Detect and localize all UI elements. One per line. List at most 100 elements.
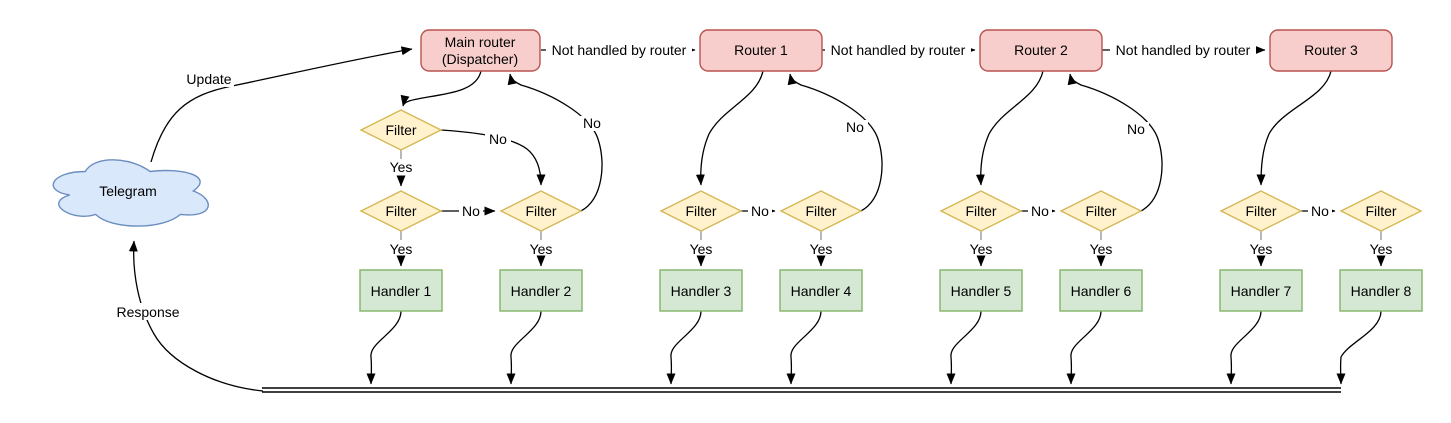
handler-4-box	[779, 269, 863, 312]
filter-label: Filter	[1245, 203, 1276, 219]
handler-7-node: Handler 7	[1219, 269, 1303, 312]
router-3-label: Router 3	[1304, 42, 1358, 58]
return-no-label-main: No	[583, 115, 601, 131]
router-2-box	[979, 29, 1103, 72]
router-3-node: Router 3	[1269, 29, 1393, 72]
not-handled-bg-3	[1110, 42, 1256, 58]
handler6-to-bus-arrow	[1066, 310, 1102, 385]
filter-diamond-router1-right: Filter	[779, 190, 863, 232]
handler-8-node: Handler 8	[1339, 269, 1423, 312]
handler2-to-bus-arrow	[506, 310, 542, 385]
not-handled-label-3: Not handled by router	[1116, 42, 1251, 58]
router-1-label: Router 1	[734, 42, 788, 58]
return-no-label-router2: No	[1127, 121, 1145, 137]
edge-not-handled-2: Not handled by router	[822, 42, 976, 58]
filter-label: Filter	[385, 203, 416, 219]
filter-label: Filter	[805, 203, 836, 219]
handler-2-label: Handler 2	[511, 283, 572, 299]
handler-7-box	[1219, 269, 1303, 312]
filter-label: Filter	[1365, 203, 1396, 219]
mid-no-bg-router2	[1028, 203, 1052, 218]
filter-shape	[359, 109, 443, 151]
filter-shape	[1059, 190, 1143, 232]
return-no-bg-router1	[842, 120, 868, 135]
cloud-shape	[52, 159, 209, 227]
handler-1-label: Handler 1	[371, 283, 432, 299]
handler-3-node: Handler 3	[659, 269, 743, 312]
edge-yes-handler-5: Yes	[970, 231, 992, 267]
handler-5-label: Handler 5	[951, 283, 1012, 299]
router-1-box	[699, 29, 823, 72]
response-label: Response	[116, 304, 179, 320]
filter-shape	[359, 190, 443, 232]
main-router-label-line1: Main router	[445, 34, 516, 50]
filter-diamond-router2-left: Filter	[939, 190, 1023, 232]
router-2-node: Router 2	[979, 29, 1103, 72]
handler-2-box	[499, 269, 583, 312]
return-no-label-router1: No	[846, 119, 864, 135]
edge-yes-handler-4: Yes	[810, 231, 833, 267]
yes-label-6: Yes	[1090, 241, 1113, 257]
edge-not-handled-3: Not handled by router	[1102, 42, 1266, 58]
mid-no-label-router3: No	[1311, 203, 1329, 219]
not-handled-label-2: Not handled by router	[831, 42, 966, 58]
handler-5-node: Handler 5	[939, 269, 1023, 312]
mid-no-label-router1: No	[751, 203, 769, 219]
update-label-bg	[184, 70, 234, 87]
return-no-path-router2	[1067, 73, 1163, 212]
router-2-label: Router 2	[1014, 42, 1068, 58]
router2-to-filter-arrow	[975, 70, 1044, 186]
not-handled-bg-1	[546, 42, 692, 58]
filter-diamond-main-right: Filter	[499, 190, 583, 232]
edge-return-no-main: No	[507, 73, 605, 212]
router3-to-filter-arrow	[1256, 70, 1332, 186]
telegram-label: Telegram	[99, 183, 157, 199]
filter-diamond-main-left: Filter	[359, 190, 443, 232]
filter-shape	[939, 190, 1023, 232]
filter-diamond-router2-right: Filter	[1059, 190, 1143, 232]
update-arrow-path	[150, 46, 413, 163]
edge-response: Response	[111, 240, 264, 392]
return-no-bg-router2	[1123, 122, 1149, 137]
handler-8-label: Handler 8	[1351, 283, 1412, 299]
response-label-bg	[111, 303, 185, 320]
filter-shape	[499, 190, 583, 232]
mid-no-label-main: No	[462, 203, 480, 219]
yes-label-4: Yes	[810, 241, 833, 257]
return-no-bg-main	[579, 116, 605, 131]
filter-label: Filter	[385, 122, 416, 138]
handler5-to-bus-arrow	[946, 310, 982, 385]
main-router-to-filter-arrow	[400, 70, 482, 107]
edge-mid-no-router1: No	[741, 203, 776, 219]
yes-label-1: Yes	[390, 241, 413, 257]
filter-a-no-bg	[485, 132, 511, 147]
not-handled-label-1: Not handled by router	[552, 42, 687, 58]
handler8-to-bus-arrow	[1336, 310, 1382, 385]
handler-6-label: Handler 6	[1071, 283, 1132, 299]
filter-diamond-main-top: Filter	[359, 109, 443, 151]
yes-label-8: Yes	[1370, 241, 1393, 257]
router1-to-filter-arrow	[695, 70, 764, 186]
edge-mid-no-router2: No	[1021, 203, 1056, 219]
edge-return-no-router2: No	[1067, 73, 1163, 212]
main-router-node: Main router (Dispatcher)	[420, 29, 541, 72]
filter-shape	[1219, 190, 1303, 232]
main-router-label-line2: (Dispatcher)	[442, 51, 518, 67]
handler-7-label: Handler 7	[1231, 283, 1292, 299]
router-1-node: Router 1	[699, 29, 823, 72]
telegram-cloud: Telegram	[52, 159, 209, 227]
filter-shape	[779, 190, 863, 232]
edge-yes-handler-3: Yes	[690, 231, 712, 267]
router-3-box	[1269, 29, 1393, 72]
edge-yes-handler-6: Yes	[1090, 231, 1113, 267]
edge-not-handled-1: Not handled by router	[541, 42, 696, 58]
filter-diamond-router1-left: Filter	[659, 190, 743, 232]
mid-no-bg-router3	[1308, 203, 1332, 218]
return-no-path-router1	[787, 73, 883, 212]
filter-label: Filter	[525, 203, 556, 219]
handler-6-node: Handler 6	[1059, 269, 1143, 312]
filter-label: Filter	[965, 203, 996, 219]
filter-a-no-label: No	[489, 131, 507, 147]
